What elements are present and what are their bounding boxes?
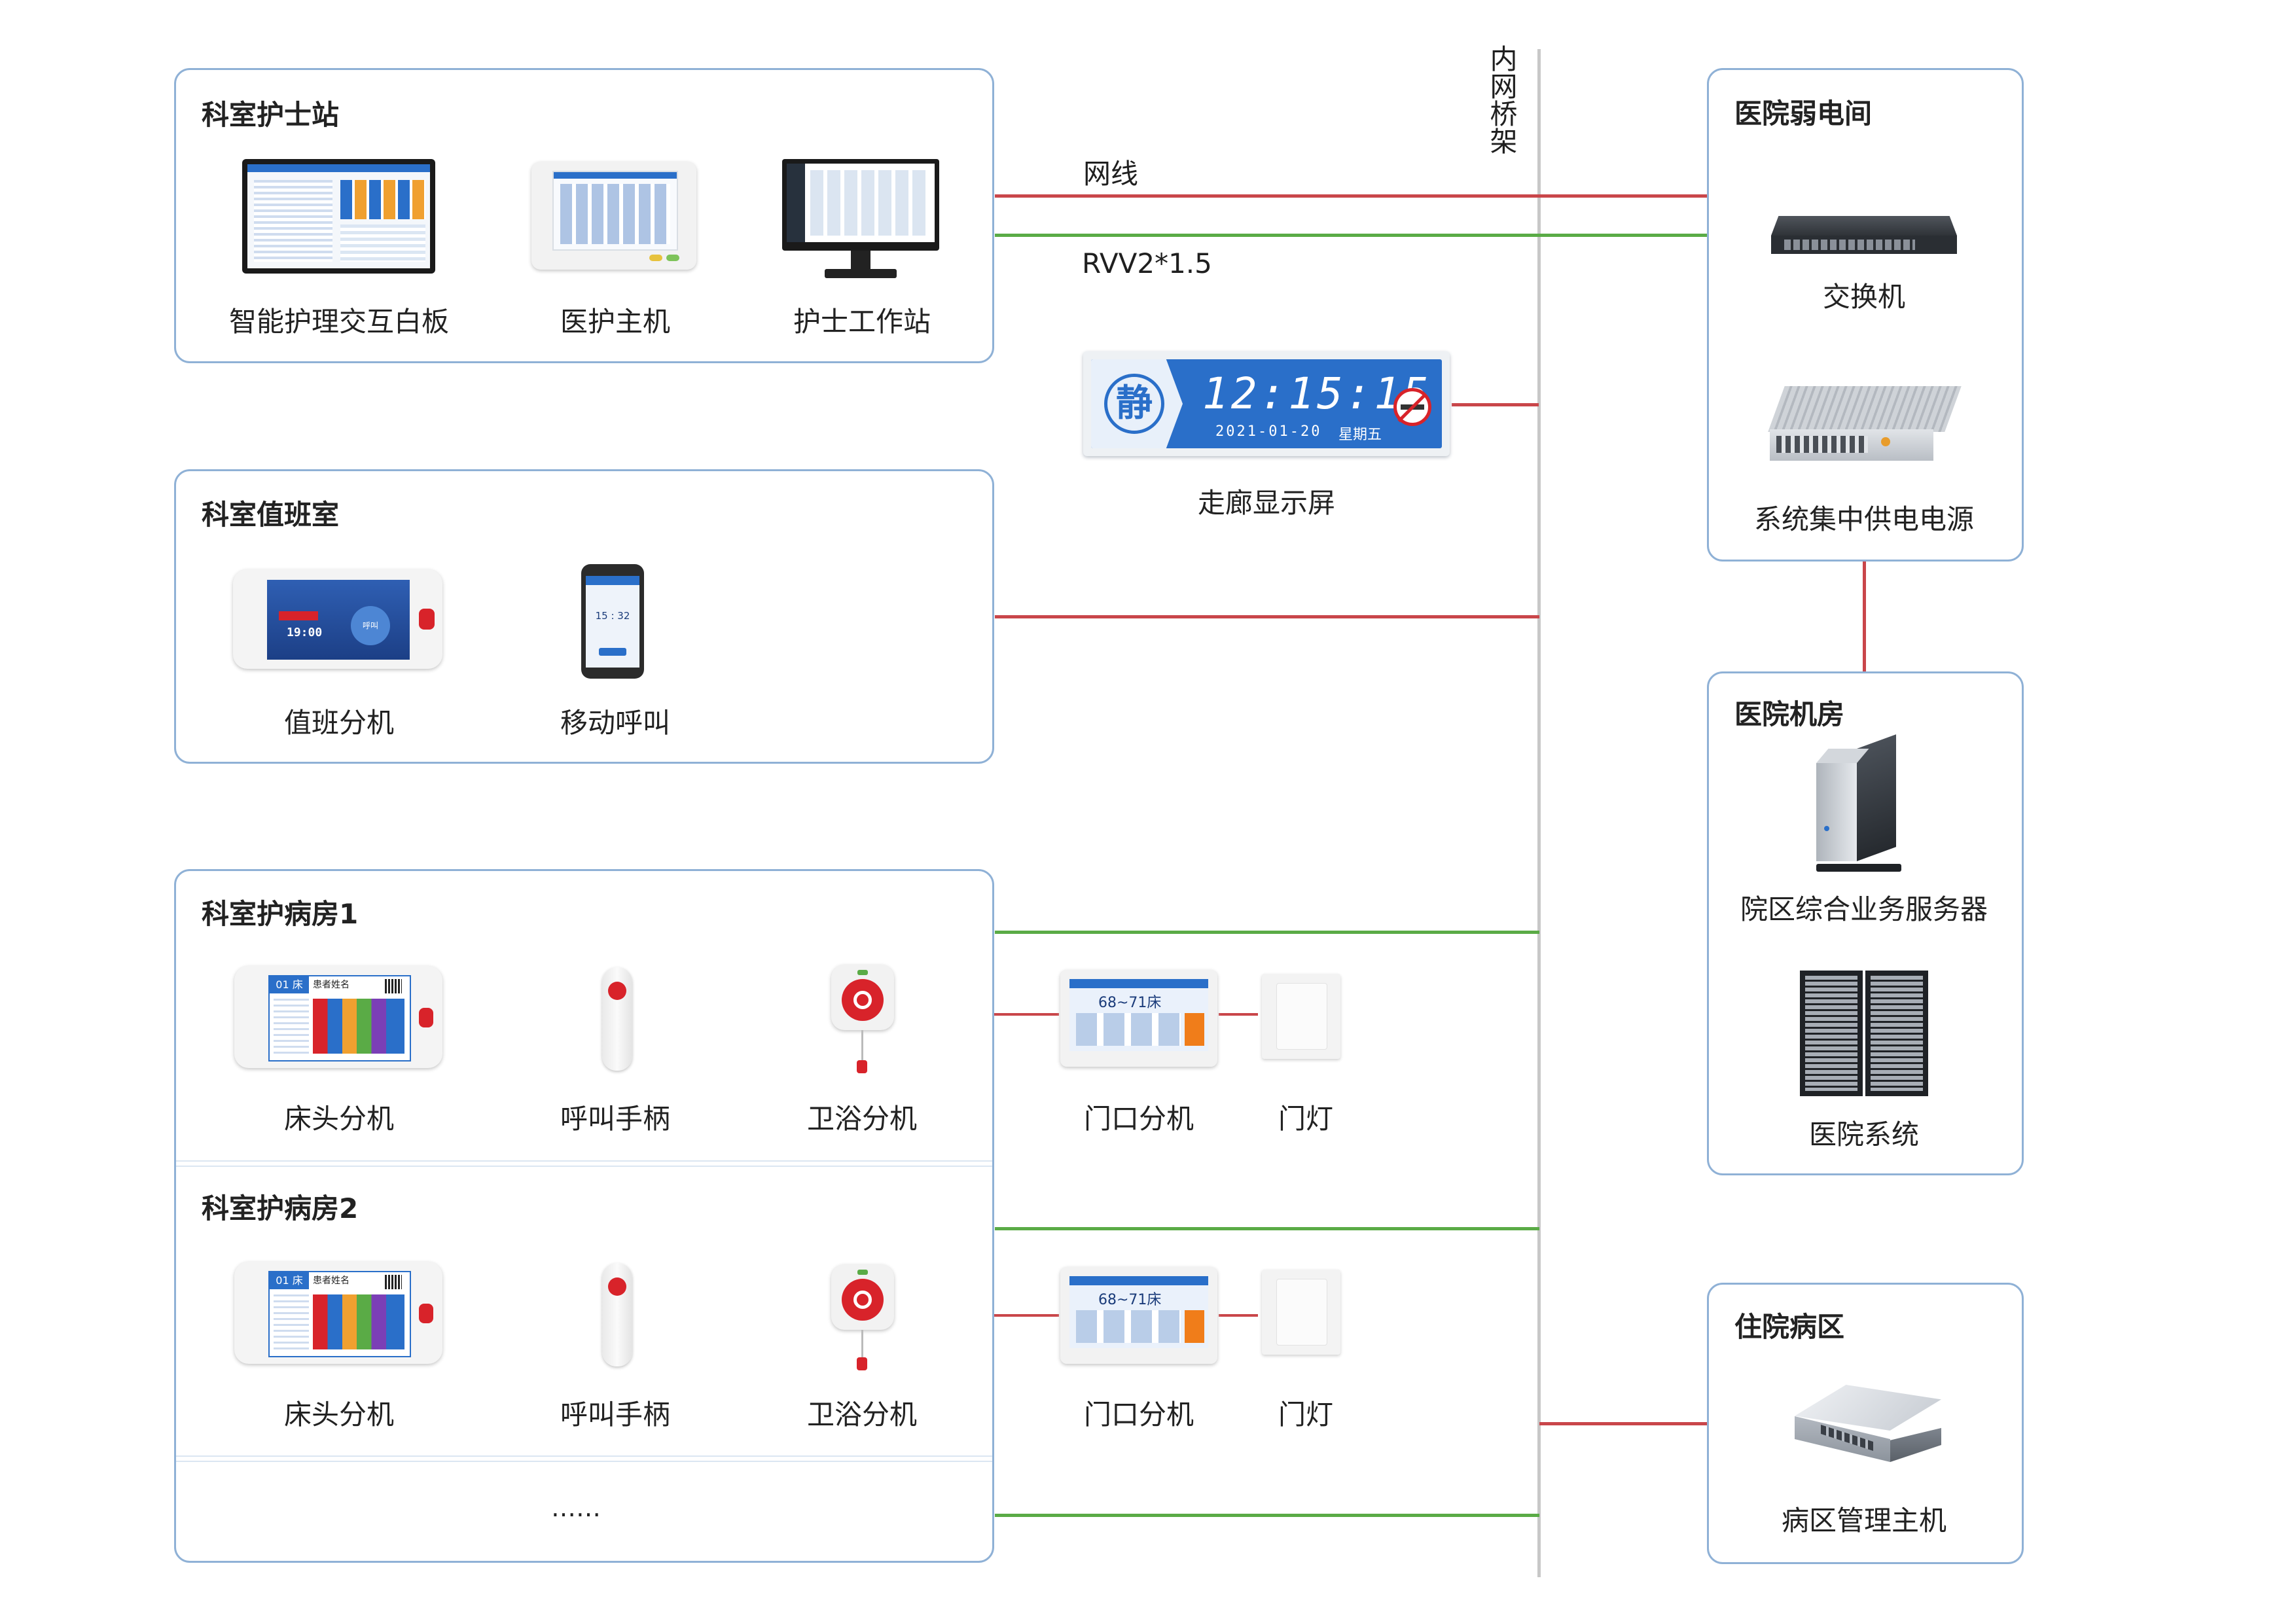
machine-room-label-system: 医院系统 bbox=[1808, 1118, 1920, 1150]
weak-room-label-power: 系统集中供电电源 bbox=[1753, 503, 1975, 535]
ward2-patient-name: 患者姓名 bbox=[313, 1275, 350, 1286]
device-label-whiteboard: 智能护理交互白板 bbox=[228, 306, 450, 338]
ward1-patient-name: 患者姓名 bbox=[313, 980, 350, 990]
ward2-label-door-light: 门灯 bbox=[1278, 1399, 1334, 1431]
mobile-call-image: 15 : 32 bbox=[581, 564, 644, 679]
weak-room-label-switch: 交换机 bbox=[1822, 281, 1906, 313]
nurse-workstation-image bbox=[782, 159, 939, 280]
ward-divider-1b bbox=[176, 1166, 992, 1167]
corridor-display-time: 12:15:15 bbox=[1202, 368, 1431, 419]
power-line-more bbox=[995, 1514, 1539, 1517]
device-label-duty-extension: 值班分机 bbox=[283, 707, 395, 739]
ward2-label-call-handle: 呼叫手柄 bbox=[560, 1399, 671, 1431]
mobile-screen-time: 15 : 32 bbox=[595, 610, 630, 622]
power-line-nurse-to-switch bbox=[995, 234, 1715, 237]
backbone-line bbox=[1537, 49, 1541, 1577]
ward1-bath-pull-cord bbox=[861, 1030, 863, 1061]
ward2-bedside-call-button-icon bbox=[419, 1304, 433, 1323]
ward2-door-to-light-line bbox=[1219, 1314, 1258, 1317]
panel-title-machine-room: 医院机房 bbox=[1734, 698, 1845, 730]
ward1-label-door-light: 门灯 bbox=[1278, 1103, 1334, 1135]
panel-title-weak-room: 医院弱电间 bbox=[1734, 98, 1873, 130]
corridor-display-label: 走廊显示屏 bbox=[1197, 487, 1336, 519]
network-line-duty bbox=[995, 615, 1539, 618]
switch-image bbox=[1771, 216, 1957, 255]
ward1-label-bathroom: 卫浴分机 bbox=[806, 1103, 918, 1135]
ward-divider-2b bbox=[176, 1461, 992, 1462]
power-supply-image bbox=[1768, 386, 1962, 465]
ward1-bath-call-icon bbox=[842, 979, 884, 1021]
ward2-bathroom-extension-image bbox=[831, 1264, 894, 1330]
inpatient-label-host: 病区管理主机 bbox=[1781, 1505, 1947, 1537]
ward1-label-bedside: 床头分机 bbox=[283, 1103, 395, 1135]
ward2-label-bedside: 床头分机 bbox=[283, 1399, 395, 1431]
power-line-ward1 bbox=[995, 931, 1539, 934]
nurse-host-image bbox=[531, 162, 696, 270]
ward1-label-call-handle: 呼叫手柄 bbox=[560, 1103, 671, 1135]
panel-title-duty-room: 科室值班室 bbox=[202, 499, 340, 531]
duty-screen-time: 19:00 bbox=[287, 626, 323, 639]
device-label-workstation: 护士工作站 bbox=[793, 306, 931, 338]
duty-call-button-icon bbox=[419, 609, 435, 630]
power-line-ward2 bbox=[995, 1227, 1539, 1230]
ward1-door-to-light-line bbox=[1219, 1013, 1258, 1016]
ward2-door-beds: 68~71床 bbox=[1098, 1292, 1162, 1308]
more-wards-ellipsis: …… bbox=[551, 1493, 601, 1522]
quiet-icon: 静 bbox=[1104, 374, 1164, 434]
corridor-display-date: 2021-01-20 bbox=[1215, 423, 1322, 440]
ward1-door-beds: 68~71床 bbox=[1098, 995, 1162, 1011]
ward1-bedside-extension-image: 01 床 患者姓名 bbox=[234, 966, 442, 1068]
ward-divider-1 bbox=[176, 1160, 992, 1162]
hospital-system-rack-image bbox=[1800, 971, 1928, 1096]
machine-room-label-server: 院区综合业务服务器 bbox=[1740, 893, 1988, 925]
ward2-call-handle-image bbox=[602, 1263, 632, 1366]
ward2-door-light-image bbox=[1262, 1270, 1340, 1355]
duty-extension-image: 19:00 呼叫 bbox=[233, 569, 442, 669]
device-label-nurse-host: 医护主机 bbox=[560, 306, 671, 338]
ward1-bed-no: 01 床 bbox=[270, 976, 309, 993]
ward1-bath-pull-handle bbox=[857, 1060, 867, 1073]
device-label-mobile-call: 移动呼叫 bbox=[560, 707, 671, 739]
ward1-bathroom-extension-image bbox=[831, 965, 894, 1030]
network-line-corridor bbox=[1452, 403, 1539, 406]
panel-title-nurse-station: 科室护士站 bbox=[202, 99, 340, 131]
ward2-bath-call-icon bbox=[842, 1279, 884, 1321]
ward1-door-extension-image: 68~71床 bbox=[1060, 970, 1217, 1067]
corridor-display-screen: 静 12:15:15 2021-01-20 星期五 bbox=[1083, 351, 1450, 456]
panel-title-inpatient: 住院病区 bbox=[1734, 1311, 1845, 1343]
ward1-label-door: 门口分机 bbox=[1083, 1103, 1194, 1135]
ward2-title: 科室护病房2 bbox=[202, 1192, 359, 1224]
ward-management-host-image bbox=[1795, 1373, 1941, 1470]
panel-weak-room bbox=[1707, 68, 2024, 562]
ward2-bed-no: 01 床 bbox=[270, 1272, 309, 1289]
network-line-nurse-to-switch bbox=[995, 194, 1715, 198]
corridor-display-weekday: 星期五 bbox=[1338, 427, 1382, 443]
ward1-title: 科室护病房1 bbox=[202, 898, 359, 930]
campus-server-image bbox=[1816, 734, 1908, 872]
backbone-label: 内网桥架 bbox=[1486, 45, 1518, 154]
ward1-door-light-image bbox=[1262, 974, 1340, 1059]
legend-network-cable: 网线 bbox=[1083, 158, 1139, 190]
ward2-handle-button-icon bbox=[608, 1277, 626, 1296]
interactive-whiteboard-image bbox=[242, 159, 435, 274]
duty-screen-call: 呼叫 bbox=[351, 606, 390, 645]
ward2-label-bathroom: 卫浴分机 bbox=[806, 1399, 918, 1431]
no-smoking-icon bbox=[1393, 388, 1431, 426]
ward-divider-2 bbox=[176, 1455, 992, 1457]
ward1-bedside-call-button-icon bbox=[419, 1008, 433, 1027]
ward2-bedside-extension-image: 01 床 患者姓名 bbox=[234, 1262, 442, 1364]
ward2-bath-pull-handle bbox=[857, 1357, 867, 1370]
network-line-inpatient bbox=[1539, 1422, 1715, 1425]
ward1-handle-button-icon bbox=[608, 982, 626, 1000]
ward1-call-handle-image bbox=[602, 967, 632, 1071]
link-weakroom-machineroom bbox=[1863, 562, 1866, 671]
ward2-bath-pull-cord bbox=[861, 1330, 863, 1359]
ward2-door-extension-image: 68~71床 bbox=[1060, 1267, 1217, 1364]
ward2-label-door: 门口分机 bbox=[1083, 1399, 1194, 1431]
legend-power-cable: RVV2*1.5 bbox=[1082, 247, 1212, 279]
